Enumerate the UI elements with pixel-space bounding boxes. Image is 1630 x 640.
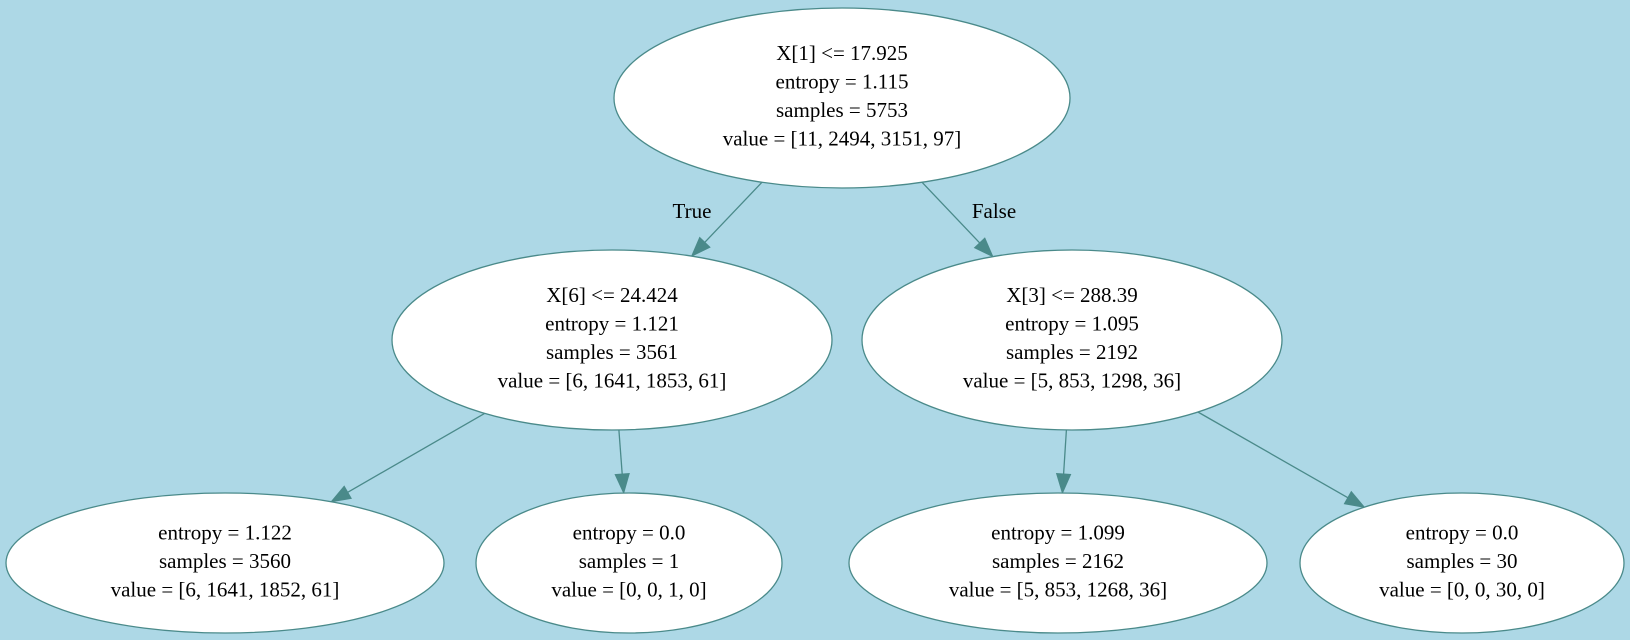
entropy-label: entropy = 1.122	[158, 520, 292, 544]
node-ellipse	[1299, 492, 1625, 634]
edge-node-1-to-node-3	[329, 412, 485, 503]
arrowhead-icon	[1055, 473, 1072, 495]
value-label: value = [5, 853, 1268, 36]	[949, 577, 1167, 601]
entropy-label: entropy = 0.0	[573, 520, 686, 544]
node-ellipse	[848, 492, 1268, 634]
arrowhead-icon	[329, 485, 352, 503]
samples-label: samples = 1	[579, 549, 680, 573]
edge-label-false: False	[972, 199, 1016, 223]
samples-label: samples = 2192	[1006, 340, 1138, 364]
entropy-label: entropy = 1.115	[776, 70, 909, 94]
edge-label-true: True	[673, 199, 712, 223]
value-label: value = [6, 1641, 1853, 61]	[498, 369, 727, 393]
tree-node-2: X[3] <= 288.39 entropy = 1.095 samples = 2…	[861, 249, 1283, 431]
edge-line	[347, 412, 485, 493]
value-label: value = [5, 853, 1298, 36]	[963, 369, 1181, 393]
edge-node-0-to-node-1: True	[673, 181, 763, 258]
edge-line	[921, 181, 981, 244]
arrowhead-icon	[690, 236, 711, 258]
edge-node-2-to-node-5	[1055, 429, 1072, 495]
value-label: value = [0, 0, 30, 0]	[1379, 577, 1545, 601]
value-label: value = [0, 0, 1, 0]	[551, 577, 706, 601]
value-label: value = [11, 2494, 3151, 97]	[723, 127, 962, 151]
edge-node-0-to-node-2: False	[921, 181, 1016, 258]
samples-label: samples = 2162	[992, 549, 1124, 573]
arrowhead-icon	[614, 473, 630, 495]
entropy-label: entropy = 1.121	[545, 312, 679, 336]
samples-label: samples = 3561	[546, 340, 678, 364]
tree-node-6: entropy = 0.0 samples = 30 value = [0, 0, …	[1299, 492, 1625, 634]
entropy-label: entropy = 1.099	[991, 520, 1125, 544]
tree-node-5: entropy = 1.099 samples = 2162 value = [5,…	[848, 492, 1268, 634]
node-ellipse	[5, 492, 445, 634]
nodes-layer: X[1] <= 17.925 entropy = 1.115 samples = 5…	[5, 7, 1625, 634]
samples-label: samples = 5753	[776, 98, 908, 122]
entropy-label: entropy = 1.095	[1005, 312, 1139, 336]
node-ellipse	[613, 7, 1071, 189]
entropy-label: entropy = 0.0	[1406, 520, 1519, 544]
arrowhead-icon	[1343, 490, 1366, 508]
split-condition: X[1] <= 17.925	[776, 41, 908, 65]
edges-layer: True False	[329, 181, 1366, 508]
value-label: value = [6, 1641, 1852, 61]	[111, 577, 340, 601]
tree-node-1: X[6] <= 24.424 entropy = 1.121 samples = 3…	[391, 249, 833, 431]
edge-line	[618, 429, 623, 475]
edge-line	[704, 181, 763, 243]
tree-node-0: X[1] <= 17.925 entropy = 1.115 samples = 5…	[613, 7, 1071, 189]
edge-node-1-to-node-4	[614, 429, 630, 495]
edge-line	[1197, 411, 1349, 499]
node-ellipse	[475, 492, 783, 634]
split-condition: X[6] <= 24.424	[546, 283, 678, 307]
edge-line	[1062, 429, 1068, 475]
tree-node-3: entropy = 1.122 samples = 3560 value = [6,…	[5, 492, 445, 634]
arrowhead-icon	[973, 237, 994, 258]
node-ellipse	[861, 249, 1283, 431]
samples-label: samples = 30	[1407, 549, 1518, 573]
edge-node-2-to-node-6	[1197, 411, 1366, 508]
tree-node-4: entropy = 0.0 samples = 1 value = [0, 0, 1…	[475, 492, 783, 634]
node-ellipse	[391, 249, 833, 431]
samples-label: samples = 3560	[159, 549, 291, 573]
split-condition: X[3] <= 288.39	[1006, 283, 1138, 307]
